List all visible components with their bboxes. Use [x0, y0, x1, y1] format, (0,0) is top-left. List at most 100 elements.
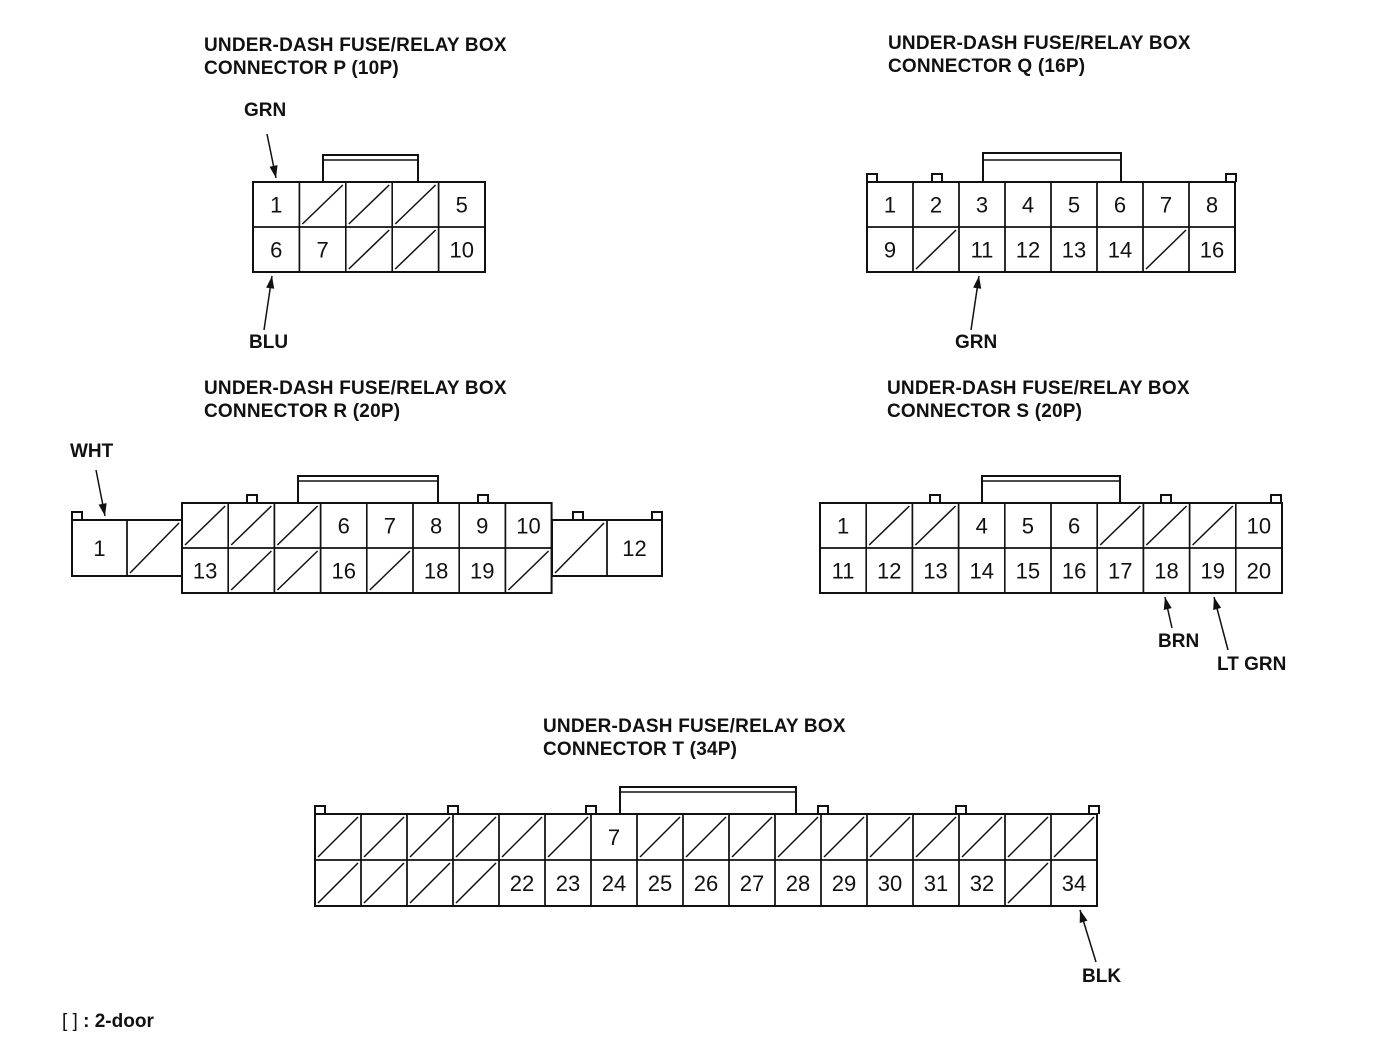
- connector-r-wht-arrow-head: [98, 503, 107, 516]
- connector-s-pin-r2c2-number: 12: [877, 559, 901, 584]
- connector-t-pin-r1c16-blank-slash: [1007, 816, 1049, 858]
- connector-t-title: UNDER-DASH FUSE/RELAY BOX CONNECTOR T (3…: [543, 715, 846, 761]
- connector-p-pin-r1c3-blank-slash: [348, 184, 390, 225]
- connector-t-pin-r1c12-blank-slash: [823, 816, 865, 858]
- connector-t-pin-r2c9-number: 26: [694, 871, 718, 896]
- connector-r-pin-r1c4-number: 6: [338, 514, 350, 539]
- connector-r-right-pin-2-number: 12: [622, 536, 646, 561]
- connector-p-pin-r1c2-blank-slash: [301, 184, 344, 225]
- connector-s-brn-arrow-head: [1163, 597, 1172, 610]
- connector-t-pin-r2c1-blank-slash: [317, 862, 359, 904]
- connector-s-pin-r2c6-number: 16: [1062, 559, 1086, 584]
- connector-q-tab-2: [931, 173, 943, 182]
- title-line-2: CONNECTOR P (10P): [204, 58, 399, 79]
- connector-r-title: UNDER-DASH FUSE/RELAY BOX CONNECTOR R (2…: [204, 377, 507, 423]
- connector-q-pin-r1c2-number: 2: [930, 193, 942, 218]
- connector-r-pin-r1c1-blank-slash: [184, 505, 226, 546]
- connector-r-pin-r1c3-blank-slash: [276, 505, 319, 546]
- connector-q-pin-r1c6-number: 6: [1114, 193, 1126, 218]
- connector-s-ltgrn-arrow-head: [1213, 597, 1222, 610]
- connector-p-blu-arrow-head: [266, 276, 275, 289]
- connector-s-pin-r2c3-number: 13: [923, 559, 947, 584]
- connector-p-grn-arrow-head: [269, 165, 278, 178]
- connector-s-pin-r1c9-blank-slash: [1192, 505, 1234, 546]
- connector-r-pin-r2c6-number: 18: [424, 559, 448, 584]
- connector-t-tab-3: [585, 805, 597, 814]
- connector-q-tab-right: [1225, 173, 1237, 182]
- connector-t-pin-r2c17-number: 34: [1062, 871, 1086, 896]
- connector-q-grn-arrow-head: [973, 276, 982, 289]
- connector-t-pin-r1c1-blank-slash: [317, 816, 359, 858]
- title-line-2: CONNECTOR R (20P): [204, 401, 401, 422]
- connector-q-pin-r2c8-frame: [1188, 226, 1236, 273]
- connector-r-tab-2: [246, 494, 258, 503]
- connector-s-pin-r2c4-number: 14: [969, 559, 993, 584]
- connector-t-tab-left: [314, 805, 326, 814]
- connector-s-title: UNDER-DASH FUSE/RELAY BOX CONNECTOR S (2…: [887, 377, 1190, 423]
- connector-q-pin-r1c4-number: 4: [1022, 193, 1034, 218]
- connector-q-pin-r1c3-number: 3: [976, 193, 988, 218]
- connector-p-pin-r2c2-number: 7: [316, 238, 328, 263]
- connector-s-latch: [981, 475, 1121, 504]
- connector-q-title: UNDER-DASH FUSE/RELAY BOX CONNECTOR Q (1…: [888, 32, 1191, 78]
- wire-label-s-brn: BRN: [1158, 631, 1200, 652]
- connector-p-pin-r2c5-number: 10: [450, 238, 474, 263]
- title-line-1: UNDER-DASH FUSE/RELAY BOX: [543, 716, 846, 737]
- connector-q-pin-r2c3-number: 11: [971, 238, 994, 263]
- connector-t-pin-r1c17-blank-slash: [1053, 816, 1095, 858]
- connector-t-pin-r2c6-number: 23: [556, 871, 580, 896]
- connector-r-pin-r2c3-blank-slash: [276, 550, 319, 591]
- connector-t-pin-r1c13-blank-slash: [869, 816, 911, 858]
- connector-q-pin-r2c7-blank-slash: [1145, 229, 1187, 270]
- connector-t-tab-4: [817, 805, 829, 814]
- connector-p-pin-r1c1-number: 1: [270, 193, 282, 218]
- connector-t-pin-r1c11-blank-slash: [777, 816, 819, 858]
- wire-label-t-blk: BLK: [1082, 966, 1122, 987]
- connector-t-pin-r2c13-number: 30: [878, 871, 902, 896]
- connector-t-tab-5: [955, 805, 967, 814]
- connector-t-pin-r1c10-blank-slash: [731, 816, 773, 858]
- connector-s-tab-1: [929, 494, 941, 503]
- connector-q-pin-r1c8-number: 8: [1206, 193, 1218, 218]
- connector-s-pin-r1c5-number: 5: [1022, 514, 1034, 539]
- connector-q-pin-r2c1-number: 9: [884, 238, 896, 263]
- connector-r-pin-r1c7-number: 9: [476, 514, 488, 539]
- connector-t-tab-right: [1088, 805, 1100, 814]
- connector-q-tab-left: [866, 173, 878, 182]
- connector-r-pin-r1c5-number: 7: [384, 514, 396, 539]
- connector-s-tab-2: [1160, 494, 1172, 503]
- connector-q-pin-r1c7-number: 7: [1160, 193, 1172, 218]
- title-line-2: CONNECTOR S (20P): [887, 401, 1083, 422]
- connector-r-pin-r2c1-number: 13: [193, 559, 217, 584]
- connector-t-pin-r2c11-number: 28: [786, 871, 810, 896]
- connector-s-pin-r2c10-frame: [1235, 547, 1283, 594]
- connector-r-pin-r1c8-number: 10: [516, 514, 540, 539]
- connector-s-pin-r1c1-number: 1: [837, 514, 849, 539]
- connector-q-pin-r2c2-blank-slash: [915, 229, 957, 270]
- connector-s-pin-r2c7-number: 17: [1108, 559, 1132, 584]
- connector-r-pin-r2c5-blank-slash: [369, 550, 411, 591]
- connector-s-pin-r2c1-number: 11: [832, 559, 855, 584]
- connector-t-pin-r1c15-blank-slash: [961, 816, 1003, 858]
- connector-r-latch: [297, 475, 439, 504]
- connector-t-pin-r2c16-blank-slash: [1007, 862, 1049, 904]
- connector-r-tab-right: [651, 511, 663, 520]
- connector-q-pin-r2c5-number: 13: [1062, 238, 1086, 263]
- connector-t-pin-r1c7-number: 7: [608, 825, 620, 850]
- connector-q-pin-r2c8-number: 16: [1200, 238, 1224, 263]
- wire-label-s-ltgrn: LT GRN: [1217, 654, 1287, 675]
- connector-t-pin-r2c5-number: 22: [510, 871, 534, 896]
- connector-s-pin-r1c4-number: 4: [976, 514, 988, 539]
- connector-t-pin-r1c9-blank-slash: [685, 816, 727, 858]
- connector-t-pin-r1c5-blank-slash: [501, 816, 543, 858]
- connector-r-pin-r2c2-blank-slash: [230, 550, 272, 591]
- connector-q-pin-r1c5-number: 5: [1068, 193, 1080, 218]
- connector-r-pin-r1c6-number: 8: [430, 514, 442, 539]
- legend: [ ] : 2-door: [62, 1011, 154, 1033]
- connector-t-latch: [619, 786, 797, 815]
- connector-t-pin-r1c4-blank-slash: [455, 816, 497, 858]
- title-line-1: UNDER-DASH FUSE/RELAY BOX: [887, 378, 1190, 399]
- wire-label-p-grn: GRN: [244, 100, 287, 121]
- connector-s-pin-r1c8-blank-slash: [1145, 505, 1188, 546]
